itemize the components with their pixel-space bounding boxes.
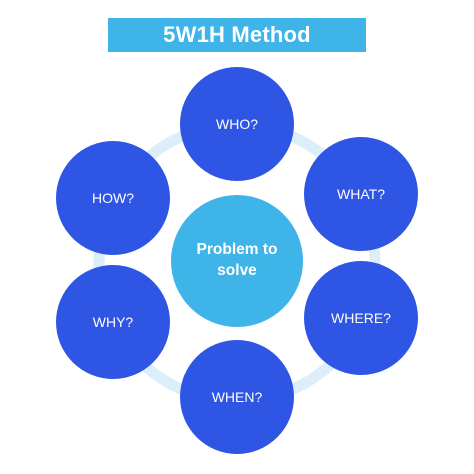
node-why-circle	[56, 265, 170, 379]
node-how-label: HOW?	[92, 190, 134, 206]
node-what-circle	[304, 137, 418, 251]
node-how-circle	[56, 141, 170, 255]
node-what-label: WHAT?	[337, 186, 385, 202]
node-where: WHERE?	[304, 261, 418, 375]
node-who-label: WHO?	[216, 116, 258, 132]
node-where-label: WHERE?	[331, 310, 391, 326]
node-who-circle	[180, 67, 294, 181]
node-where-circle	[304, 261, 418, 375]
diagram-title: 5W1H Method	[108, 18, 366, 52]
node-when: WHEN?	[180, 340, 294, 454]
center-label-line1: Problem to	[197, 241, 278, 258]
node-what: WHAT?	[304, 137, 418, 251]
center-label-line2: solve	[217, 262, 257, 279]
node-why-label: WHY?	[93, 314, 134, 330]
node-when-circle	[180, 340, 294, 454]
node-how: HOW?	[56, 141, 170, 255]
node-why: WHY?	[56, 265, 170, 379]
node-who: WHO?	[180, 67, 294, 181]
node-when-label: WHEN?	[212, 389, 263, 405]
center-circle	[171, 195, 303, 327]
